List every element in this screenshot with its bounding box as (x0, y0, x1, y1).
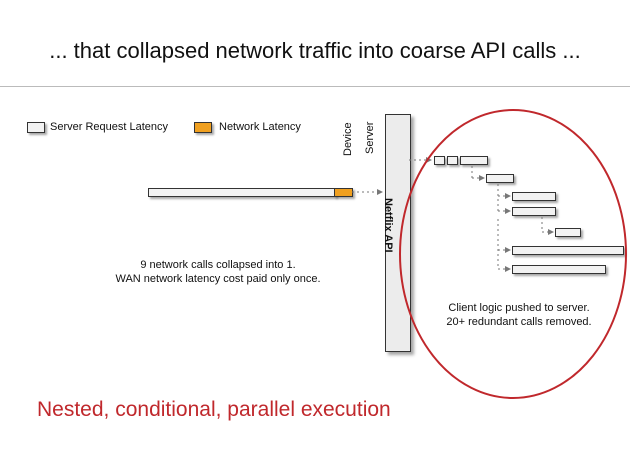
server-call-bar (512, 265, 606, 274)
server-call-bar (486, 174, 514, 183)
title-divider (0, 86, 630, 87)
legend-network-swatch (194, 122, 212, 133)
slide-subtitle: Nested, conditional, parallel execution (37, 398, 391, 421)
legend-network-label: Network Latency (219, 121, 301, 133)
right-note-line1: Client logic pushed to server. (448, 302, 590, 314)
legend-server-label: Server Request Latency (50, 121, 169, 133)
server-call-bar (460, 156, 488, 165)
server-call-bar (447, 156, 458, 165)
server-call-bar (512, 192, 556, 201)
netflix-api-column (385, 114, 411, 352)
right-note: Client logic pushed to server. 20+ redun… (424, 301, 614, 329)
legend-server-swatch (27, 122, 45, 133)
server-call-bar (555, 228, 581, 237)
server-call-bar (512, 246, 624, 255)
server-call-bar (512, 207, 556, 216)
highlight-ellipse (399, 109, 627, 399)
right-note-line2: 20+ redundant calls removed. (446, 316, 592, 328)
slide-title: ... that collapsed network traffic into … (49, 38, 581, 63)
left-note: 9 network calls collapsed into 1. WAN ne… (78, 258, 358, 286)
left-note-line2: WAN network latency cost paid only once. (115, 273, 321, 285)
server-call-bar (434, 156, 445, 165)
left-note-line1: 9 network calls collapsed into 1. (140, 259, 296, 271)
